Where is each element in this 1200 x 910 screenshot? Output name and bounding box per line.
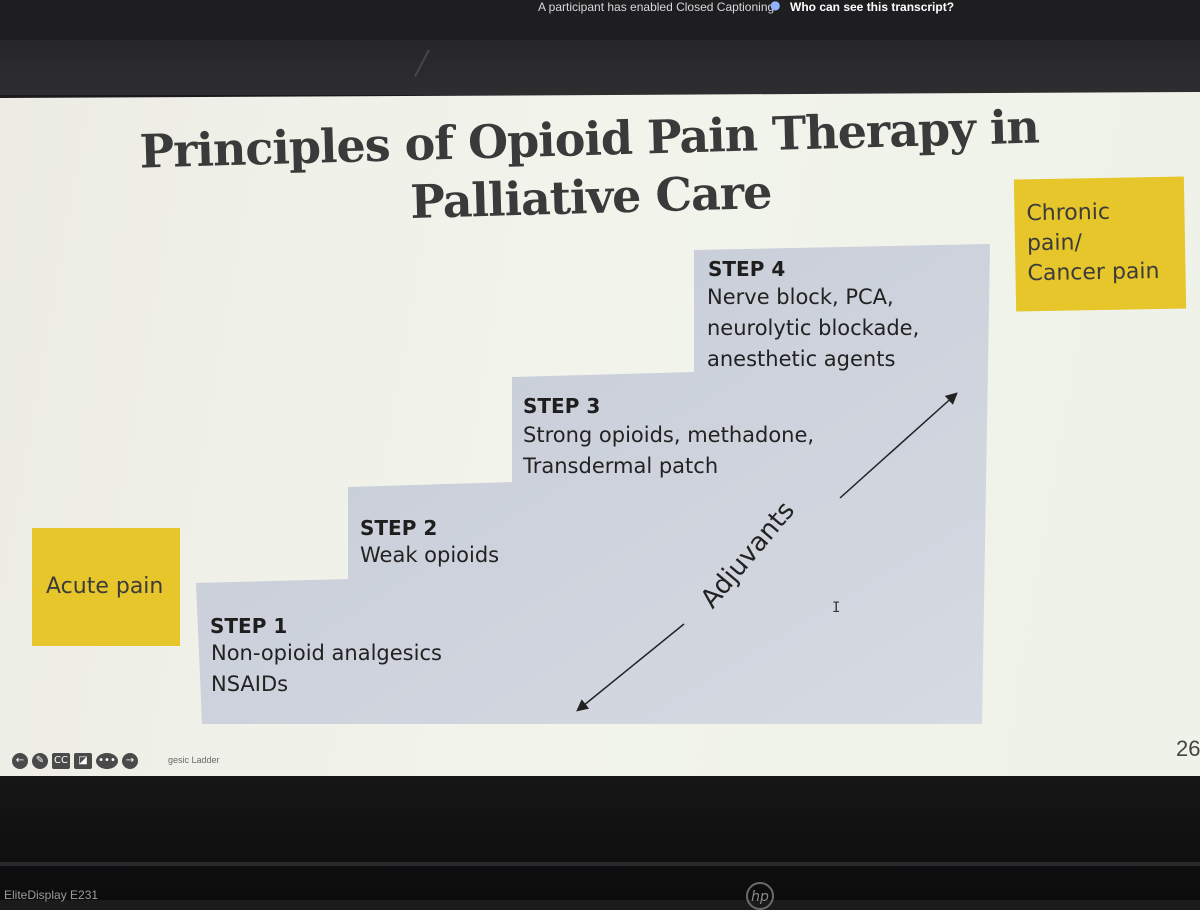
camera-off-icon[interactable]: ◪ <box>74 753 92 769</box>
step-3-title: STEP 3 <box>523 394 601 418</box>
slide-number: 26 <box>1176 736 1200 761</box>
chronic-pain-box: Chronic pain/ Cancer pain <box>1013 176 1187 312</box>
bezel-ledge <box>0 862 1200 866</box>
step-2-desc: Weak opioids <box>360 543 500 567</box>
hp-logo-icon: hp <box>746 882 774 910</box>
adjuvants-arrow-lower <box>576 623 685 712</box>
step-4-desc: Nerve block, PCA, neurolytic blockade, a… <box>707 285 920 371</box>
back-arrow-icon[interactable]: ← <box>12 753 28 769</box>
step-4-title: STEP 4 <box>708 257 786 281</box>
closed-caption-icon[interactable]: CC <box>52 753 70 769</box>
caption-notification-bar: A participant has enabled Closed Caption… <box>0 0 1200 40</box>
monitor-brand-label: EliteDisplay E231 <box>4 888 99 902</box>
monitor-bezel <box>0 776 1200 900</box>
text-cursor-icon: I <box>832 600 841 616</box>
step-1-desc: Non-opioid analgesics NSAIDs <box>211 641 442 696</box>
adjuvants-arrow-upper <box>839 392 958 499</box>
window-frame <box>0 40 1200 95</box>
presenter-toolbar: ← ✎ CC ◪ ••• → <box>12 752 138 770</box>
more-options-icon[interactable]: ••• <box>96 753 118 769</box>
chronic-pain-label: Chronic pain/ Cancer pain <box>1026 199 1160 287</box>
pen-icon[interactable]: ✎ <box>32 753 48 769</box>
acute-pain-box: Acute pain <box>32 528 180 646</box>
closed-caption-notice: A participant has enabled Closed Caption… <box>538 0 775 14</box>
acute-pain-label: Acute pain <box>46 574 164 599</box>
people-icon: ● <box>770 0 781 12</box>
step-blocks <box>196 244 990 724</box>
step-2-title: STEP 2 <box>360 516 438 540</box>
forward-arrow-icon[interactable]: → <box>122 753 138 769</box>
slide-caption-text: gesic Ladder <box>168 755 220 765</box>
step-1-title: STEP 1 <box>210 614 288 638</box>
who-can-see-transcript-link[interactable]: Who can see this transcript? <box>790 0 955 14</box>
step-3-desc: Strong opioids, methadone, Transdermal p… <box>523 423 815 478</box>
